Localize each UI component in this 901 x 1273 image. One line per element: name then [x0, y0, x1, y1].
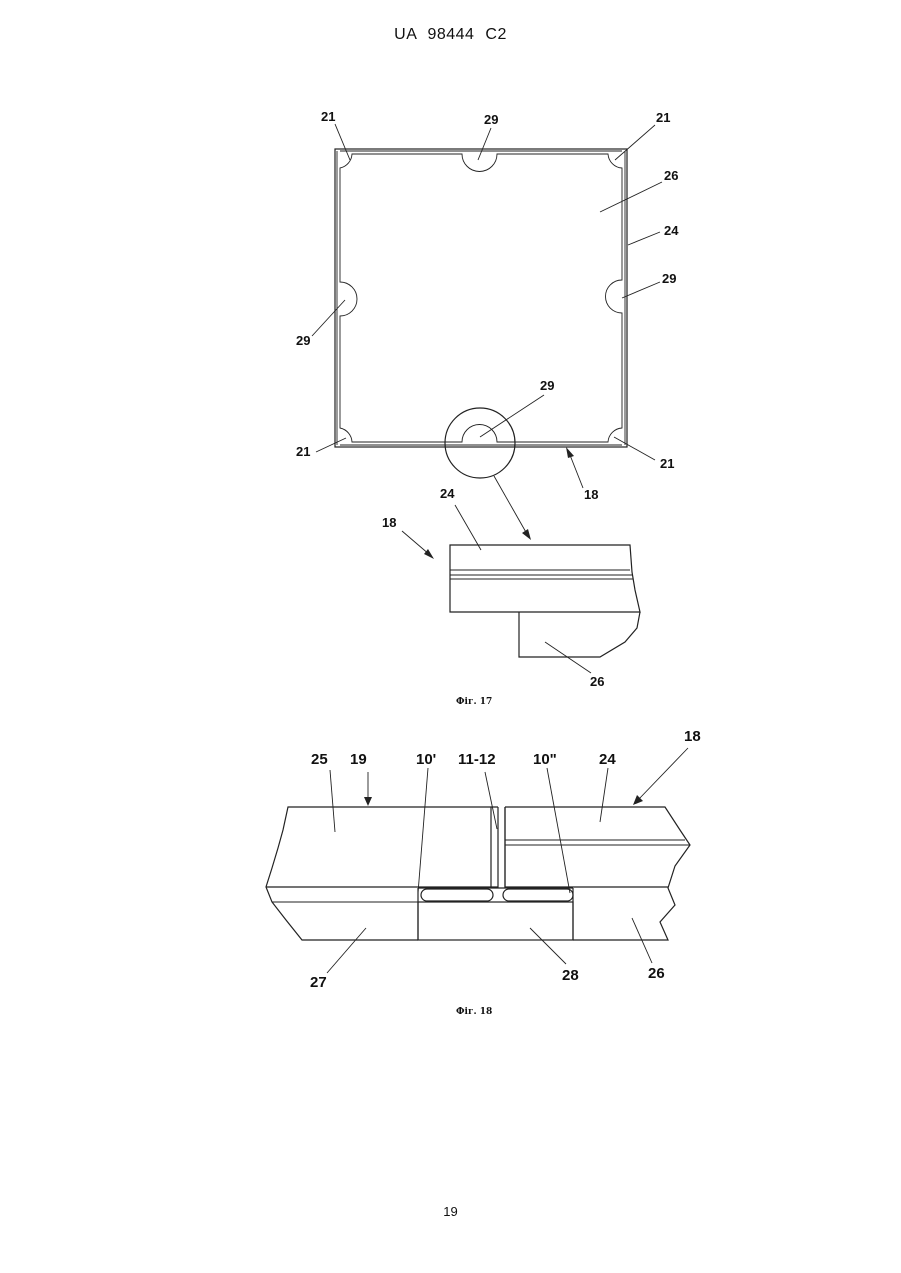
leader-right-assembly — [638, 748, 688, 800]
left-panel-outline — [266, 807, 498, 940]
middle-profile — [418, 902, 573, 940]
detail-panel — [519, 612, 640, 657]
label-frame: 24 — [664, 223, 679, 238]
label-notch-right: 29 — [662, 271, 676, 286]
label-right-assembly: 18 — [684, 728, 701, 745]
label-corner-br: 21 — [660, 456, 674, 471]
seal-right — [503, 889, 573, 901]
label-gap: 11-12 — [458, 751, 496, 768]
leader-detail-assembly — [402, 531, 430, 555]
frame-outer — [335, 149, 627, 447]
leader-corner-tr — [615, 125, 655, 160]
label-corner-tl: 21 — [321, 109, 335, 124]
figure-17: 21 29 21 26 24 29 29 29 21 21 18 24 18 2… — [296, 109, 679, 707]
leader-seal-left — [418, 768, 428, 893]
leader-corner-br — [614, 437, 655, 460]
detail-arrow-line — [494, 476, 527, 534]
label-lower-mid: 28 — [562, 967, 579, 984]
figure-18: 25 19 10' 11-12 10" 24 18 27 28 26 Фіг. … — [266, 728, 701, 1017]
leader-assembly-head — [566, 447, 574, 458]
leader-panel — [600, 182, 662, 212]
leader-notch-bottom — [480, 395, 544, 437]
leader-detail-frame — [455, 505, 481, 550]
label-notch-left: 29 — [296, 333, 310, 348]
label-left-assembly: 19 — [350, 751, 367, 768]
label-assembly: 18 — [584, 487, 598, 502]
right-frame-outline — [505, 807, 690, 940]
label-seal-right: 10" — [533, 751, 557, 768]
detail-arrow-head — [522, 529, 531, 540]
label-detail-frame: 24 — [440, 486, 455, 501]
page-number: 19 — [0, 1204, 901, 1219]
label-lower-left: 27 — [310, 974, 327, 991]
label-seal-left: 10' — [416, 751, 436, 768]
label-corner-tr: 21 — [656, 110, 670, 125]
panel-outline — [340, 154, 622, 442]
label-detail-assembly: 18 — [382, 515, 396, 530]
label-detail-panel: 26 — [590, 674, 604, 689]
leader-notch-top — [478, 128, 491, 160]
leader-seal-right — [547, 768, 570, 893]
leader-detail-assembly-head — [424, 549, 434, 559]
leader-right-frame — [600, 768, 608, 822]
caption-fig-18: Фіг. 18 — [456, 1007, 492, 1017]
label-notch-top: 29 — [484, 112, 498, 127]
detail-frame — [450, 545, 640, 612]
label-panel: 26 — [664, 168, 678, 183]
seal-left — [421, 889, 493, 901]
label-notch-bottom: 29 — [540, 378, 554, 393]
leader-left-panel — [330, 770, 335, 832]
leader-lower-left — [327, 928, 366, 973]
label-lower-right: 26 — [648, 965, 665, 982]
leader-notch-right — [622, 282, 660, 298]
detail-circle — [445, 408, 515, 478]
label-left-panel: 25 — [311, 751, 328, 768]
caption-fig-17: Фіг. 17 — [456, 697, 492, 707]
leader-left-assembly-head — [364, 797, 372, 806]
label-corner-bl: 21 — [296, 444, 310, 459]
leader-frame — [628, 232, 660, 245]
leader-lower-mid — [530, 928, 566, 964]
label-right-frame: 24 — [599, 751, 616, 768]
